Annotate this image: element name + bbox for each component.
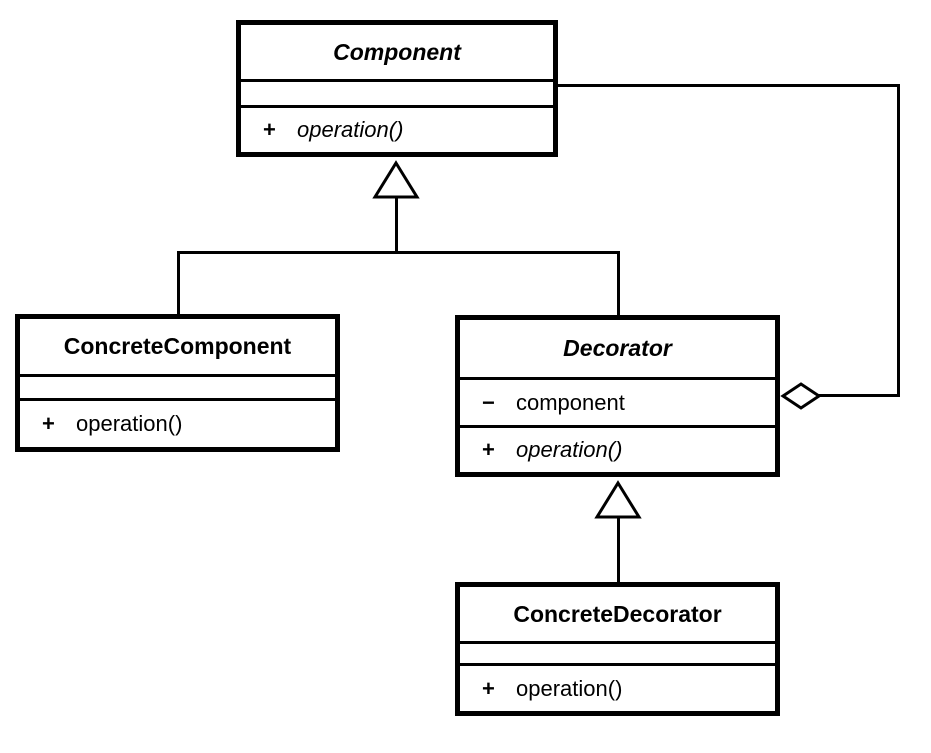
class-box-concrete-decorator[interactable]: ConcreteDecorator + operation() (455, 582, 780, 716)
class-name-compartment-concrete-decorator: ConcreteDecorator (460, 587, 775, 641)
operation-label: operation() (516, 437, 623, 462)
operation-row: + operation() (241, 117, 403, 143)
operation-label: operation() (516, 675, 623, 701)
operations-compartment-component: + operation() (241, 105, 553, 152)
visibility-marker: + (263, 117, 276, 142)
class-name-decorator: Decorator (563, 335, 672, 361)
operations-compartment-concrete-decorator: + operation() (460, 663, 775, 711)
aggregation-edge-top-segment (558, 84, 900, 87)
generalization-component-tree-bar (177, 251, 620, 254)
generalization-component-stem (395, 195, 398, 253)
operation-row: + operation() (20, 411, 182, 437)
generalization-edge-to-concrete-component (177, 251, 180, 316)
class-box-decorator[interactable]: Decorator − component + operation() (455, 315, 780, 477)
class-box-concrete-component[interactable]: ConcreteComponent + operation() (15, 314, 340, 452)
class-name-component: Component (333, 38, 461, 65)
visibility-marker: + (482, 437, 495, 462)
operations-compartment-decorator: + operation() (460, 425, 775, 472)
operation-row: + operation() (460, 676, 622, 702)
hollow-triangle-icon-decorator (593, 480, 643, 520)
operation-row: + operation() (460, 437, 622, 463)
class-name-concrete-decorator: ConcreteDecorator (513, 600, 722, 627)
attribute-row: − component (460, 390, 625, 416)
attributes-compartment-concrete-component (20, 374, 335, 398)
aggregation-edge-bottom-segment (818, 394, 900, 397)
visibility-marker: + (42, 411, 55, 436)
attributes-compartment-concrete-decorator (460, 641, 775, 663)
visibility-marker: − (482, 389, 495, 415)
attributes-compartment-component (241, 79, 553, 105)
class-name-compartment-decorator: Decorator (460, 320, 775, 377)
hollow-triangle-icon-component (371, 160, 421, 200)
generalization-edge-to-decorator (617, 251, 620, 317)
class-box-component[interactable]: Component + operation() (236, 20, 558, 157)
operation-label: operation() (297, 117, 404, 142)
class-name-compartment-component: Component (241, 25, 553, 79)
attributes-compartment-decorator: − component (460, 377, 775, 425)
visibility-marker: + (482, 675, 495, 701)
operation-label: operation() (76, 411, 183, 436)
operations-compartment-concrete-component: + operation() (20, 398, 335, 447)
aggregation-edge-right-segment (897, 84, 900, 396)
attribute-label: component (516, 389, 625, 415)
hollow-diamond-icon (780, 379, 822, 413)
generalization-edge-to-concrete-decorator (617, 515, 620, 585)
class-name-concrete-component: ConcreteComponent (63, 333, 292, 359)
class-name-compartment-concrete-component: ConcreteComponent (20, 319, 335, 374)
